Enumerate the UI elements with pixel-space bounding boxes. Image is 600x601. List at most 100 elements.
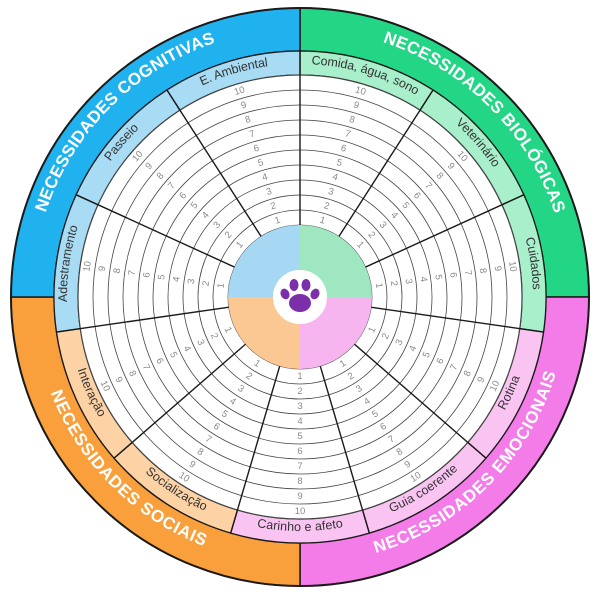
scale-number: 3	[211, 220, 223, 231]
scale-number: 4	[227, 396, 237, 408]
scale-number: 7	[297, 461, 302, 472]
scale-number: 3	[403, 278, 415, 285]
inner-quadrant-bio	[300, 225, 372, 297]
scale-number: 2	[208, 332, 220, 341]
scale-number: 9	[112, 375, 124, 384]
scale-number: 6	[411, 190, 423, 201]
scale-number: 8	[112, 267, 124, 274]
scale-number: 6	[177, 190, 189, 201]
scale-number: 10	[177, 470, 192, 485]
segment-scale-area[interactable]	[132, 344, 280, 511]
segment-scale-area[interactable]	[80, 307, 246, 443]
scale-number: 3	[194, 338, 206, 347]
scale-number: 6	[211, 421, 221, 433]
scale-number: 7	[126, 269, 138, 276]
scale-number: 7	[140, 363, 152, 372]
scale-number: 8	[395, 446, 405, 458]
scale-number: 7	[462, 269, 474, 276]
scale-number: 10	[409, 470, 424, 485]
scale-number: 2	[269, 200, 277, 212]
scale-number: 7	[166, 180, 178, 191]
quadrant-bands	[10, 7, 590, 587]
scale-number: 5	[257, 157, 265, 169]
scale-number: 7	[248, 128, 256, 140]
scale-number: 8	[477, 267, 489, 274]
scale-number: 3	[265, 186, 273, 198]
scale-number: 1	[373, 282, 385, 289]
scale-number: 6	[141, 272, 153, 279]
scale-number: 5	[156, 274, 168, 281]
scale-number: 9	[352, 100, 360, 112]
outer-rim	[10, 7, 590, 587]
scale-number: 6	[339, 143, 347, 155]
scale-number: 4	[407, 344, 419, 353]
scale-number: 10	[488, 379, 502, 393]
scale-number: 8	[348, 114, 356, 126]
scale-number: 9	[187, 459, 197, 471]
center-hub	[228, 225, 372, 369]
scale-number: 4	[200, 210, 212, 221]
scale-number: 2	[297, 386, 302, 397]
scale-number: 8	[195, 446, 205, 458]
segment-scale-area[interactable]	[179, 75, 300, 237]
inner-quadrant-soc	[228, 297, 300, 369]
scale-number: 8	[434, 171, 446, 182]
scale-number: 5	[432, 274, 444, 281]
inner-quadrant-cog	[228, 225, 300, 297]
scale-number: 6	[378, 421, 388, 433]
scale-number: 4	[417, 276, 429, 283]
scale-number: 2	[380, 332, 392, 341]
scale-number: 4	[297, 416, 302, 427]
scale-number: 5	[189, 200, 201, 211]
scale-number: 5	[370, 408, 380, 420]
scale-number: 9	[97, 265, 109, 272]
scale-number: 9	[143, 161, 155, 172]
paw-print-icon	[280, 279, 320, 312]
scale-number: 6	[447, 272, 459, 279]
scale-number: 10	[98, 379, 112, 393]
scale-number: 4	[181, 344, 193, 353]
scale-number: 4	[331, 172, 339, 184]
scale-number: 7	[344, 128, 352, 140]
scale-number: 3	[236, 383, 246, 395]
scale-number: 5	[335, 157, 343, 169]
scale-number: 3	[327, 186, 335, 198]
scale-number: 3	[297, 401, 302, 412]
scale-number: 7	[422, 180, 434, 191]
segment-label: Carinho e afeto	[256, 516, 344, 534]
scale-number: 4	[388, 210, 400, 221]
scale-number: 6	[297, 446, 302, 457]
scale-number: 3	[186, 278, 198, 285]
segment-scale-area[interactable]	[320, 344, 468, 511]
scale-number: 1	[222, 325, 234, 334]
scale-number: 9	[445, 161, 457, 172]
scale-number: 10	[233, 84, 246, 98]
scale-number: 1	[215, 282, 227, 289]
scale-number: 3	[393, 338, 405, 347]
scale-number: 1	[354, 239, 366, 250]
scale-number: 10	[295, 506, 306, 517]
scale-number: 9	[475, 375, 487, 384]
scale-number: 7	[203, 434, 213, 446]
scale-number: 1	[274, 215, 282, 227]
scale-number: 2	[366, 230, 378, 241]
scale-number: 5	[167, 350, 179, 359]
scale-number: 3	[377, 220, 389, 231]
scale-number: 2	[346, 370, 356, 382]
scale-number: 5	[400, 200, 412, 211]
scale-number: 2	[388, 280, 400, 287]
segment-scale-area[interactable]	[300, 75, 421, 237]
segment-scale-area[interactable]	[354, 307, 520, 443]
scale-number: 9	[403, 459, 413, 471]
scale-number: 5	[421, 350, 433, 359]
scale-number: 2	[201, 280, 213, 287]
scale-number: 5	[219, 408, 229, 420]
scale-number: 6	[153, 356, 165, 365]
scale-number: 1	[252, 358, 262, 370]
scale-number: 8	[155, 171, 167, 182]
inner-quadrant-emo	[300, 297, 372, 369]
scale-number: 1	[234, 239, 246, 250]
scale-number: 9	[492, 265, 504, 272]
